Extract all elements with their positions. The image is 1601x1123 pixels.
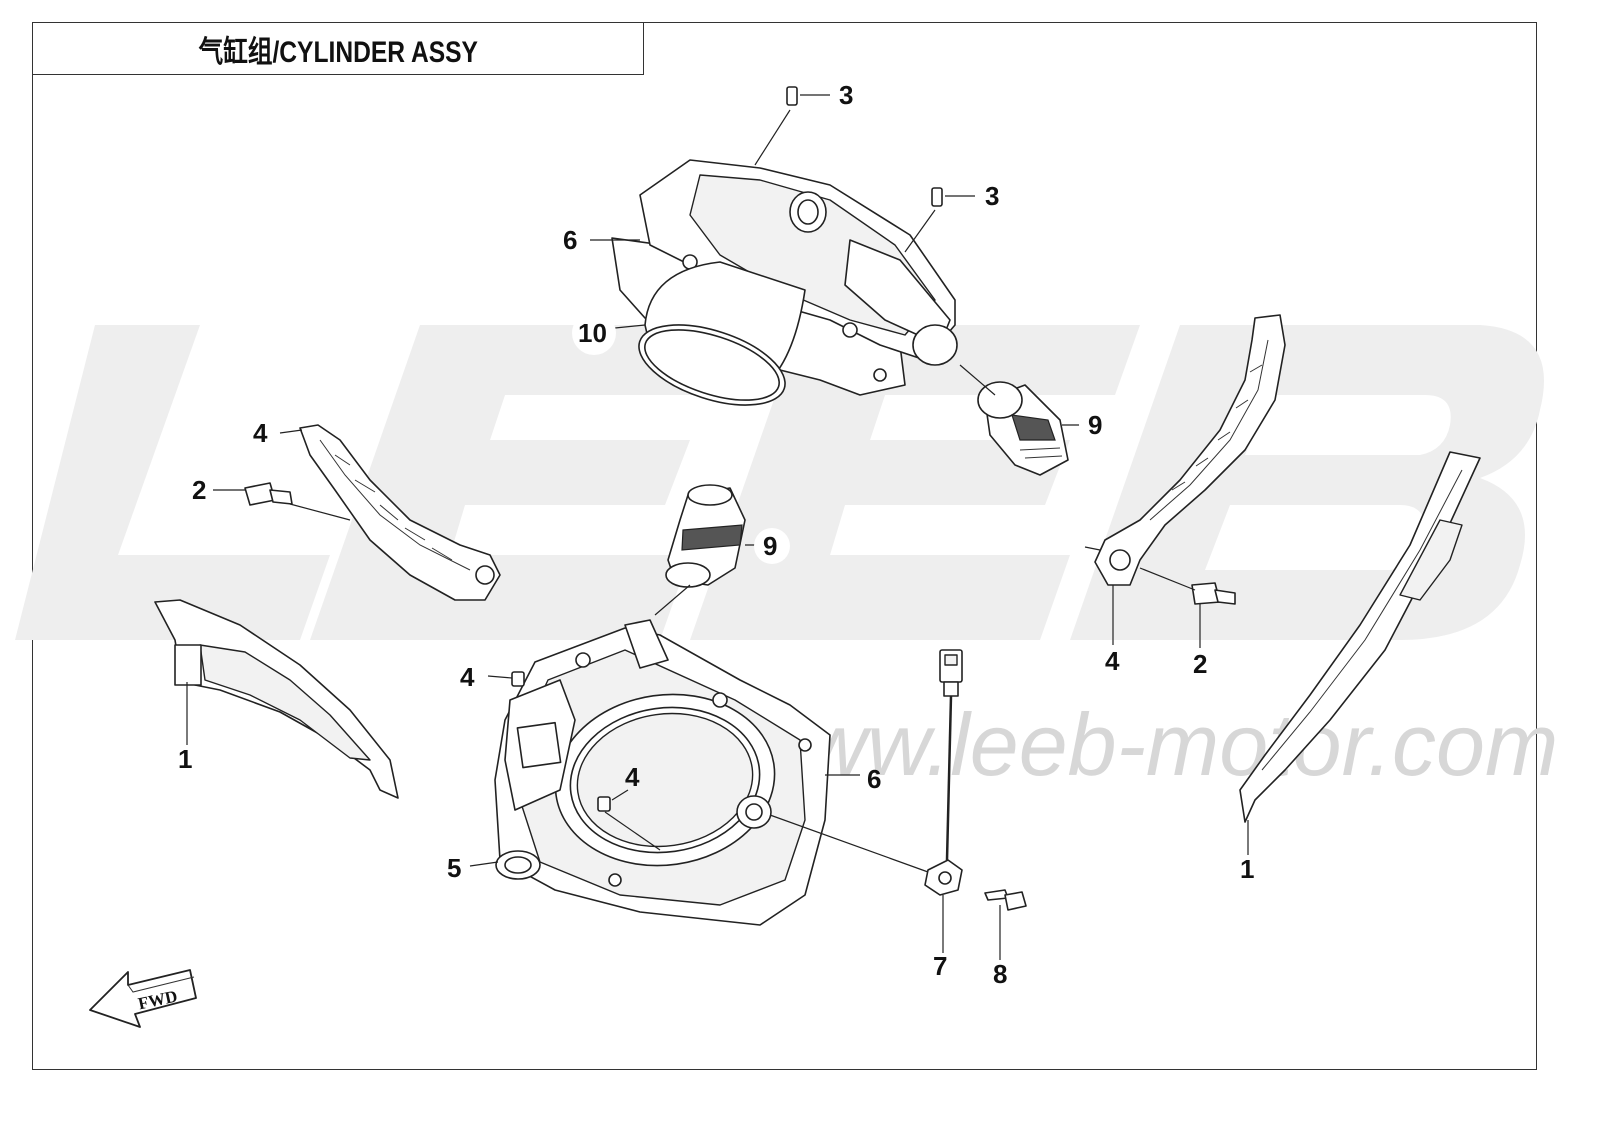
- tensioner-upper: [977, 381, 1069, 476]
- chain-guide-right: [1094, 314, 1286, 586]
- dowel-pins: [511, 86, 943, 812]
- callout-7: 7: [933, 951, 947, 981]
- callout-4-mid-left: 4: [460, 662, 475, 692]
- tensioner-lower: [665, 484, 746, 588]
- leader-lines: [186, 94, 1249, 960]
- callout-2-right: 2: [1193, 649, 1207, 679]
- callout-5: 5: [447, 853, 461, 883]
- callout-10: 10: [578, 318, 607, 348]
- title-box: 气缸组/CYLINDER ASSY: [32, 22, 644, 75]
- callout-4-mid: 4: [625, 762, 640, 792]
- knock-sensor: [924, 649, 963, 896]
- callout-8: 8: [993, 959, 1007, 989]
- guide-bolts: [244, 482, 1236, 605]
- sensor-bolt: [984, 889, 1027, 911]
- callout-6-top: 6: [563, 225, 577, 255]
- callout-labels: 3 3 6 10 9 3 4 2 9 4 1 4 6 5 7 8 4 2 1: [178, 80, 1254, 989]
- callout-9-top: 9: [1088, 410, 1102, 440]
- callout-3-right: 4: [1105, 646, 1120, 676]
- callout-6-mid: 6: [867, 764, 881, 794]
- callout-3-left-label: 4: [253, 418, 268, 448]
- chain-slide-left: [154, 599, 399, 799]
- chain-slide-right: [1239, 451, 1481, 823]
- callout-1-right: 1: [1240, 854, 1254, 884]
- page-title: 气缸组/CYLINDER ASSY: [198, 35, 478, 69]
- cylinder-block: [494, 619, 831, 926]
- watermark-url: www.leeb-motor.com: [740, 695, 1558, 794]
- fwd-arrow-icon: FWD: [89, 969, 197, 1028]
- callout-4-top: 3: [839, 80, 853, 110]
- upper-cylinder-assembly: [611, 159, 958, 406]
- callout-4-upper-right: 3: [985, 181, 999, 211]
- drawing-frame: [32, 22, 1537, 1070]
- callout-9-mid: 9: [763, 531, 777, 561]
- chain-guide-left: [299, 424, 501, 601]
- callout-1-left: 1: [178, 744, 192, 774]
- callout-2-left: 2: [192, 475, 206, 505]
